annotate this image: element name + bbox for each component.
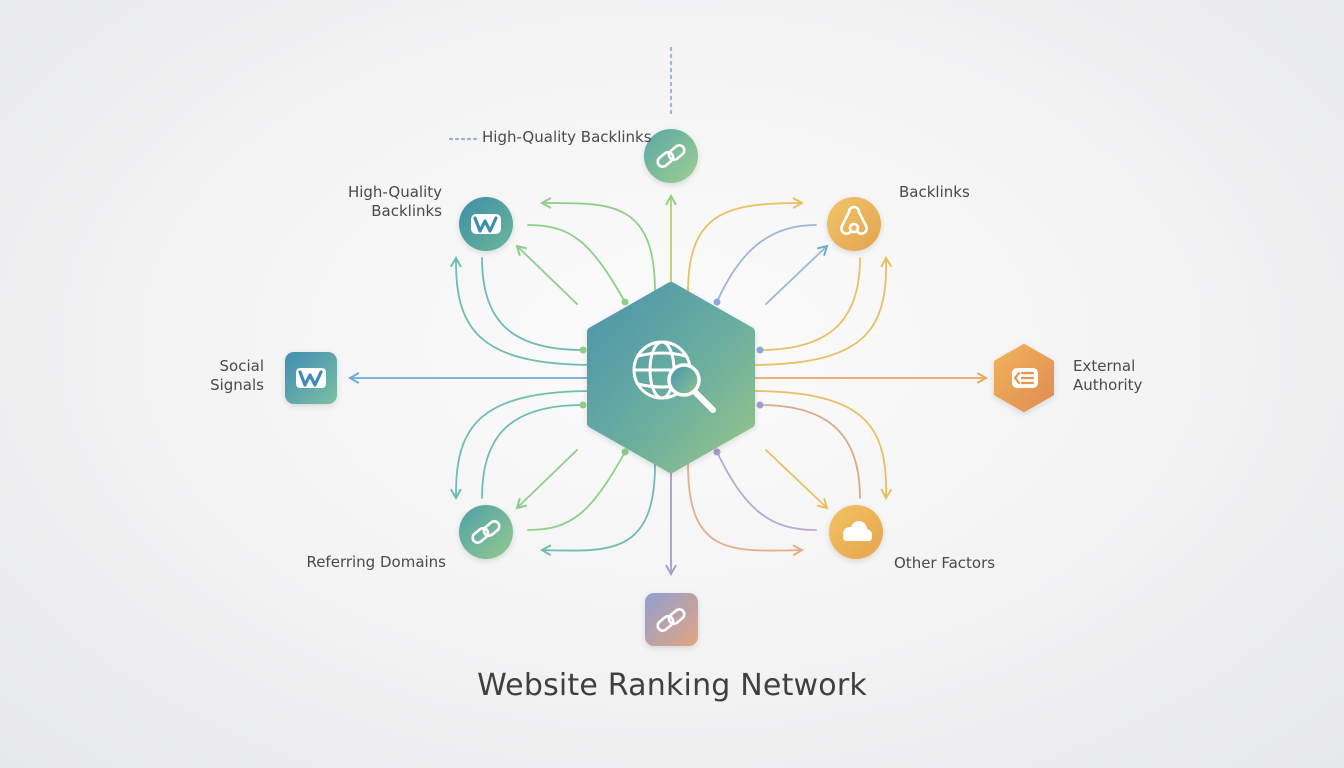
label-line: Social: [219, 357, 264, 375]
ll-curve-mid: [527, 451, 626, 531]
ll-dot-1: [579, 401, 587, 409]
label-line: Signals: [210, 376, 264, 394]
node-top[interactable]: [644, 129, 698, 183]
ur-curve-blue: [716, 224, 817, 303]
ll-diag-arrow: [515, 449, 578, 510]
label-right-node: External Authority: [1073, 357, 1142, 395]
node-lower-left[interactable]: [459, 505, 513, 559]
ul-diag-arrow: [515, 244, 578, 305]
ll-curve-outer: [539, 463, 656, 557]
link-icon: [471, 520, 501, 544]
label-lower-right-node: Other Factors: [894, 554, 996, 572]
w-logo-icon: [471, 214, 501, 234]
ur-curve-outer: [687, 197, 805, 293]
ul-dot-2: [579, 346, 587, 354]
lr-curve-wide: [749, 390, 893, 501]
lr-diag-arrow: [765, 449, 829, 510]
link-icon: [840, 205, 868, 235]
label-upper-right-node: Backlinks: [899, 183, 970, 201]
lr-curve-outer: [687, 463, 805, 557]
ur-dot-1: [713, 298, 721, 306]
list-card-icon: [1012, 368, 1038, 388]
link-icon: [656, 144, 686, 168]
ul-curve-wide: [449, 255, 595, 366]
label-line: External: [1073, 357, 1136, 375]
ur-diag-arrow: [765, 244, 829, 305]
ur-dot-2: [756, 346, 764, 354]
label-left-node: Social Signals: [210, 357, 264, 395]
ll-dot-2: [621, 448, 629, 456]
lr-dot-1: [756, 401, 764, 409]
w-logo-icon: [296, 368, 326, 388]
label-line: Authority: [1073, 376, 1143, 394]
link-icon: [656, 608, 686, 632]
cloud-icon: [843, 521, 872, 541]
ll-curve-wide: [449, 390, 595, 501]
lr-curve-mid: [716, 451, 817, 531]
diagram-title: Website Ranking Network: [477, 668, 867, 703]
ur-curve-wide: [749, 255, 893, 366]
lr-curve-inner: [759, 404, 861, 499]
label-upper-left-node: High-Quality Backlinks: [348, 183, 442, 221]
ll-curve-inner: [481, 404, 584, 499]
ul-curve-inner: [481, 257, 584, 351]
label-line: High-Quality: [347, 183, 442, 201]
ul-dot-1: [621, 298, 629, 306]
lr-dot-2: [713, 448, 721, 456]
label-top-node: High-Quality Backlinks: [482, 128, 652, 146]
label-line: Backlinks: [371, 202, 442, 220]
label-lower-left-node: Referring Domains: [306, 553, 446, 571]
ul-curve-mid: [527, 224, 626, 303]
connectors: [347, 46, 989, 577]
ul-curve-outer: [539, 197, 656, 293]
ur-curve-inner: [759, 257, 861, 351]
globe-search-icon: [632, 340, 716, 413]
